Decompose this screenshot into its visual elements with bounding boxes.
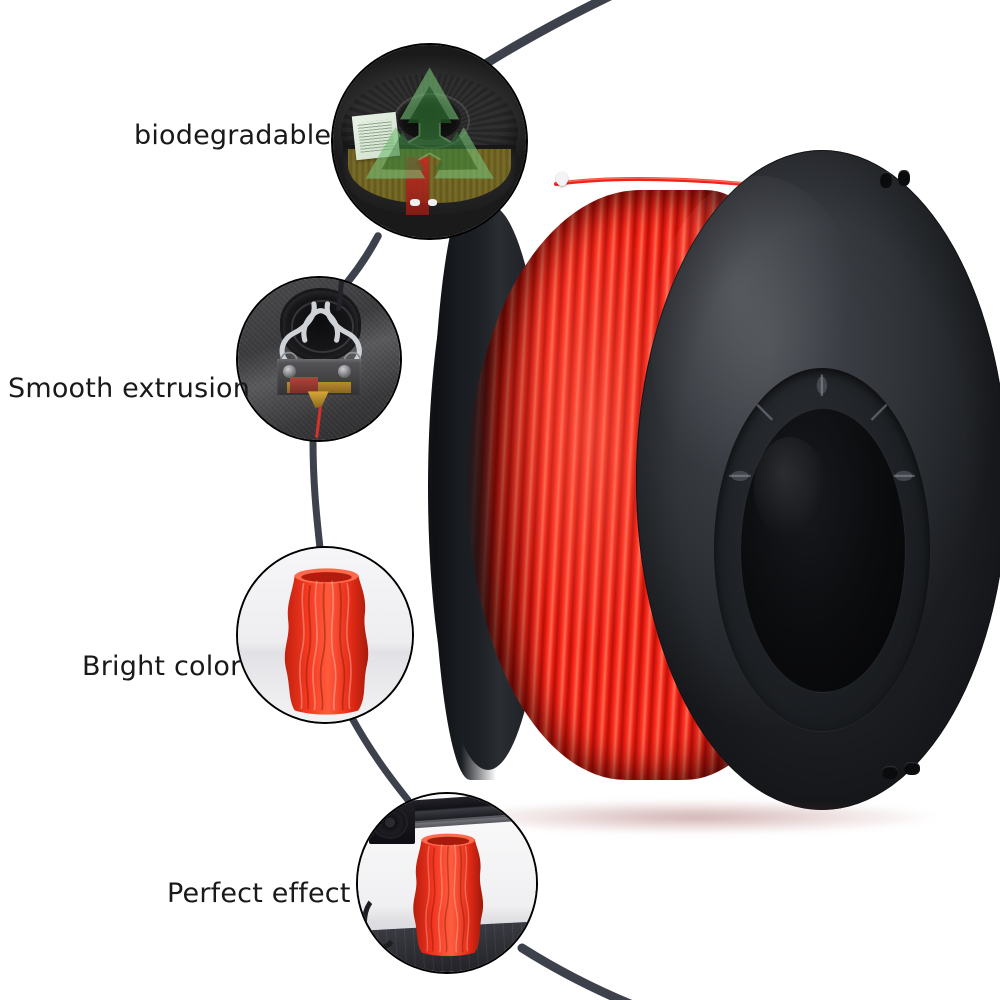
callout-perfect-effect[interactable] — [356, 792, 538, 974]
printed-vase-icon — [284, 568, 368, 715]
coil-left-edge-shadow — [432, 190, 496, 780]
hotend-heater-block — [286, 377, 352, 394]
spool-vent-hole — [882, 766, 898, 779]
hotend-screw-icon — [283, 365, 297, 379]
spool-filament-peg — [556, 172, 568, 186]
connector-bright-to-perfect — [348, 714, 412, 804]
hub-highlight — [754, 437, 827, 539]
callout-biodegradable[interactable] — [331, 43, 528, 240]
spool-vent-hole — [880, 172, 892, 188]
callout-smooth-extrusion[interactable] — [236, 276, 402, 442]
recycle-icon — [365, 67, 494, 179]
mini-spool-vent-hole — [427, 199, 438, 207]
feature-label-biodegradable: biodegradable — [134, 120, 332, 151]
connector-perfect-to-bottomright — [517, 943, 633, 1000]
filament-spool — [428, 150, 1000, 820]
spool-hub-recess — [714, 367, 930, 731]
hotend-fan-icon — [283, 290, 358, 359]
spool-right-flange — [636, 150, 1000, 810]
printed-vase-icon — [412, 833, 483, 956]
spool-center-hole — [739, 407, 906, 693]
printer-fan-icon — [374, 808, 407, 837]
feature-label-smooth-extrusion: Smooth extrusion — [8, 373, 251, 404]
feature-label-bright-color: Bright color — [82, 651, 242, 682]
spool-vent-hole — [898, 170, 910, 186]
hotend-screw-icon — [338, 365, 352, 379]
feature-label-perfect-effect: Perfect effect — [167, 878, 351, 909]
printer-cable — [361, 893, 401, 950]
mini-spool-vent-hole — [410, 199, 420, 207]
callout-bright-color[interactable] — [236, 546, 414, 724]
spool-vent-hole — [904, 762, 920, 775]
connector-smooth-to-bright — [309, 436, 324, 552]
